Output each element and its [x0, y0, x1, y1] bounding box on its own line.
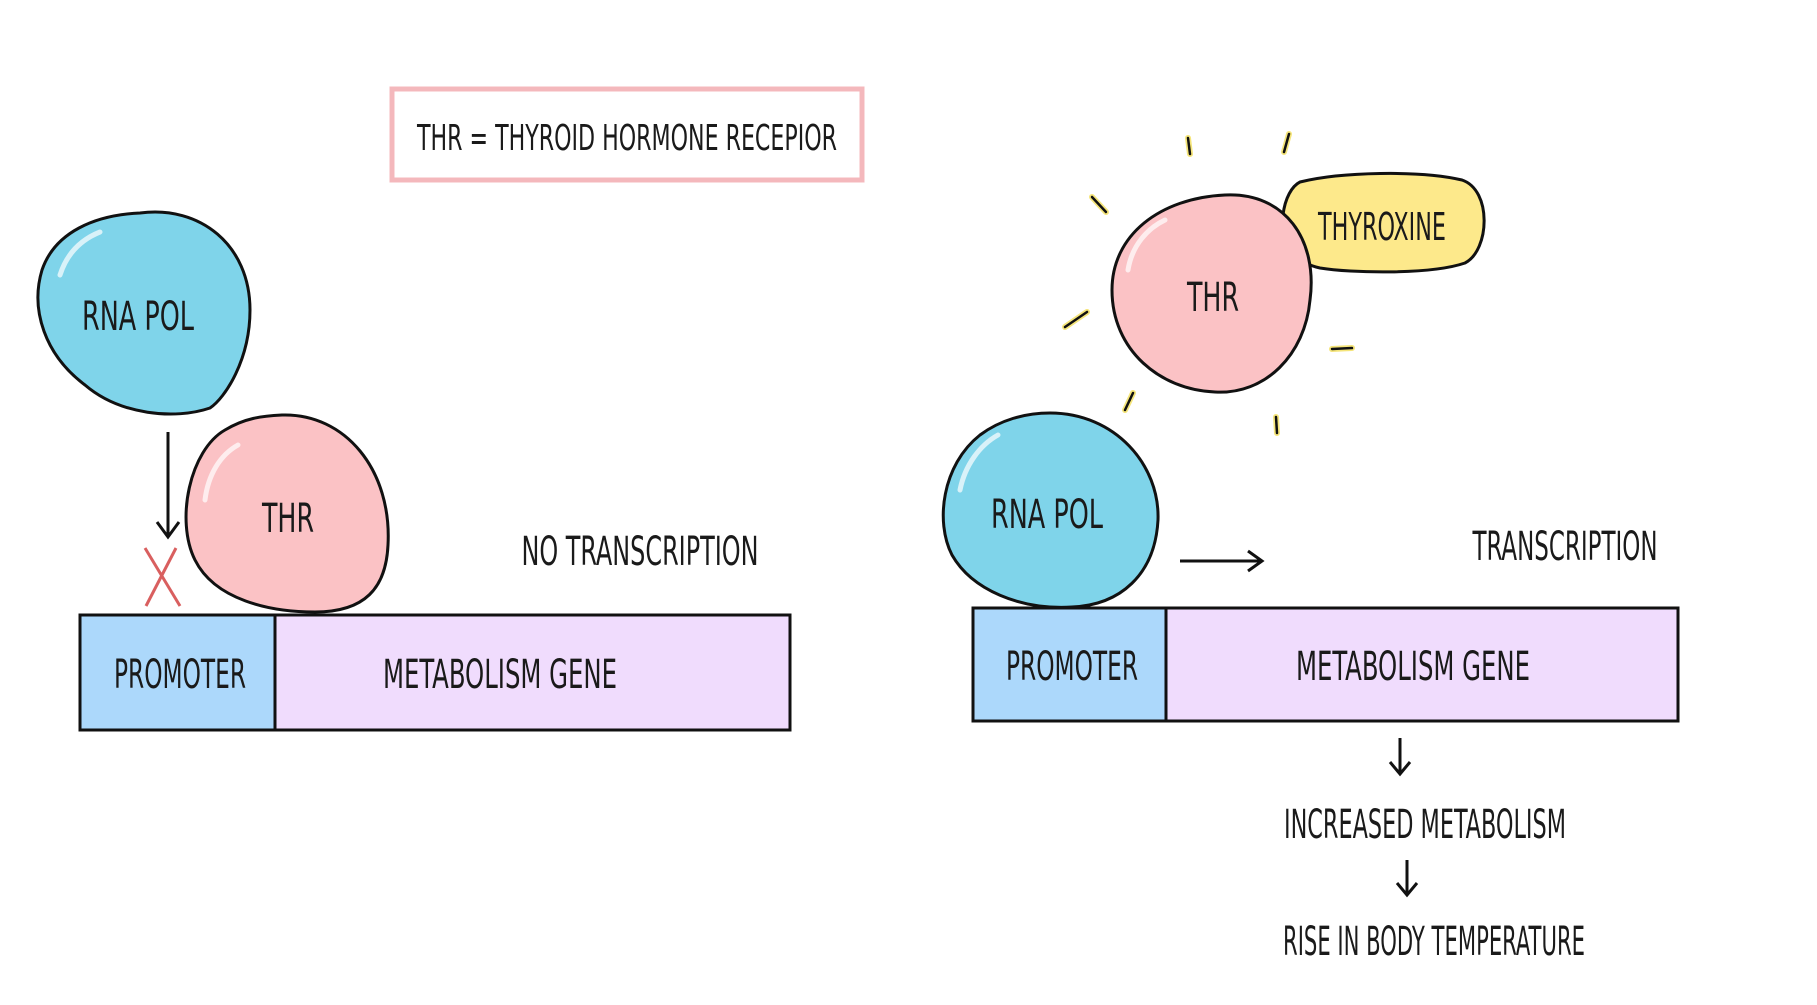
left-rna-pol-label: RNA POL	[82, 294, 194, 340]
outcome-increased-metabolism: INCREASED METABOLISM	[1284, 802, 1566, 848]
outcome-arrow-1-head	[1388, 761, 1412, 777]
right-rna-pol-label: RNA POL	[991, 492, 1103, 538]
legend-text: THR = THYROID HORMONE RECEPIOR	[416, 118, 837, 159]
right-status-label: TRANSCRIPTION	[1472, 524, 1658, 570]
glow-ray-outline	[1186, 136, 1192, 156]
glow-ray-outline	[1330, 346, 1354, 351]
right-thr-shape	[1110, 193, 1313, 394]
left-rna-pol-highlight	[57, 229, 103, 278]
block-x-stroke-b	[144, 547, 178, 607]
glow-ray-outline	[1282, 132, 1291, 154]
legend-box: THR = THYROID HORMONE RECEPIOR	[389, 86, 865, 183]
left-promoter-label: PROMOTER	[114, 652, 246, 698]
left-gene-label: METABOLISM GENE	[383, 652, 617, 698]
glow-ray-outline	[1123, 391, 1135, 412]
left-thr-highlight	[202, 442, 241, 503]
left-panel: PROMOTER METABOLISM GENE RNA POL THR NO …	[36, 210, 792, 732]
right-thr-highlight	[1125, 217, 1168, 273]
left-rna-pol-shape	[36, 210, 252, 416]
right-thr-label: THR	[1186, 275, 1239, 321]
outcome-arrow-2-head	[1395, 882, 1419, 898]
outcome-rise-body-temperature: RISE IN BODY TEMPERATURE	[1283, 919, 1585, 965]
right-promoter-label: PROMOTER	[1006, 644, 1138, 690]
glow-ray-outline	[1063, 310, 1089, 329]
left-gene-region	[273, 613, 792, 732]
right-panel: PROMOTER METABOLISM GENE THYROXINE T	[941, 131, 1680, 965]
left-status-label: NO TRANSCRIPTION	[522, 529, 759, 575]
legend-border	[389, 86, 865, 183]
glow-ray-outline	[1090, 195, 1108, 214]
left-thr-shape	[184, 413, 390, 614]
right-gene-region	[1164, 606, 1680, 723]
right-arrow-head	[1247, 549, 1265, 573]
glow-ray-outline	[1274, 415, 1279, 435]
right-rna-pol-shape	[941, 411, 1160, 609]
thyroxine-label: THYROXINE	[1317, 205, 1446, 249]
left-thr-label: THR	[261, 496, 314, 542]
right-rna-pol-highlight	[957, 432, 1001, 493]
left-down-arrow-head	[155, 521, 181, 540]
left-promoter-region	[78, 613, 277, 732]
activation-glow-outlines	[1063, 132, 1354, 435]
right-gene-label: METABOLISM GENE	[1296, 644, 1530, 690]
right-promoter-region	[971, 606, 1168, 723]
